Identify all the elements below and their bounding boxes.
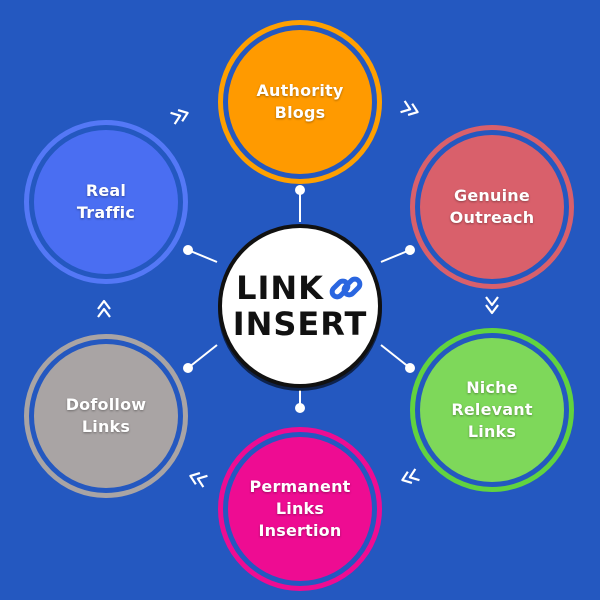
connector-dot-real-traffic xyxy=(183,245,193,255)
connector-dot-permanent-links xyxy=(295,403,305,413)
node-label-permanent-links: Permanent Links Insertion xyxy=(249,477,351,540)
connector-dot-genuine-outreach xyxy=(405,245,415,255)
node-niche-relevant-links: Niche Relevant Links xyxy=(410,328,574,492)
node-label-dofollow-links: Dofollow Links xyxy=(65,395,147,436)
hub-word-link: LINK xyxy=(236,269,324,307)
connector-genuine-outreach xyxy=(380,249,411,263)
node-label-real-traffic: Real Traffic xyxy=(76,181,136,222)
hub-word-insert: INSERT xyxy=(232,305,368,343)
connector-dot-authority-blogs xyxy=(295,185,305,195)
node-permanent-links: Permanent Links Insertion xyxy=(218,427,382,591)
node-label-authority-blogs: Authority Blogs xyxy=(256,81,344,122)
node-authority-blogs: Authority Blogs xyxy=(218,20,382,184)
flow-arrow-top-left xyxy=(170,108,189,125)
flow-arrow-right xyxy=(485,296,499,315)
node-label-genuine-outreach: Genuine Outreach xyxy=(449,186,535,227)
connector-dofollow-links xyxy=(187,344,218,369)
node-dofollow-links: Dofollow Links xyxy=(24,334,188,498)
chain-link-icon xyxy=(329,276,363,300)
connector-niche-relevant-links xyxy=(380,344,411,369)
hub-title-row: LINK xyxy=(236,270,364,306)
node-genuine-outreach: Genuine Outreach xyxy=(410,125,574,289)
node-real-traffic: Real Traffic xyxy=(24,120,188,284)
flow-arrow-bottom-left xyxy=(189,471,208,488)
node-label-niche-relevant-links: Niche Relevant Links xyxy=(451,378,533,441)
connector-real-traffic xyxy=(187,249,218,263)
flow-arrow-bottom-right xyxy=(401,468,420,485)
center-hub: LINK INSERT xyxy=(218,224,382,388)
connector-dot-dofollow-links xyxy=(183,363,193,373)
connector-dot-niche-relevant-links xyxy=(405,363,415,373)
flow-arrow-left xyxy=(97,299,111,318)
flow-arrow-top-right xyxy=(400,100,419,117)
